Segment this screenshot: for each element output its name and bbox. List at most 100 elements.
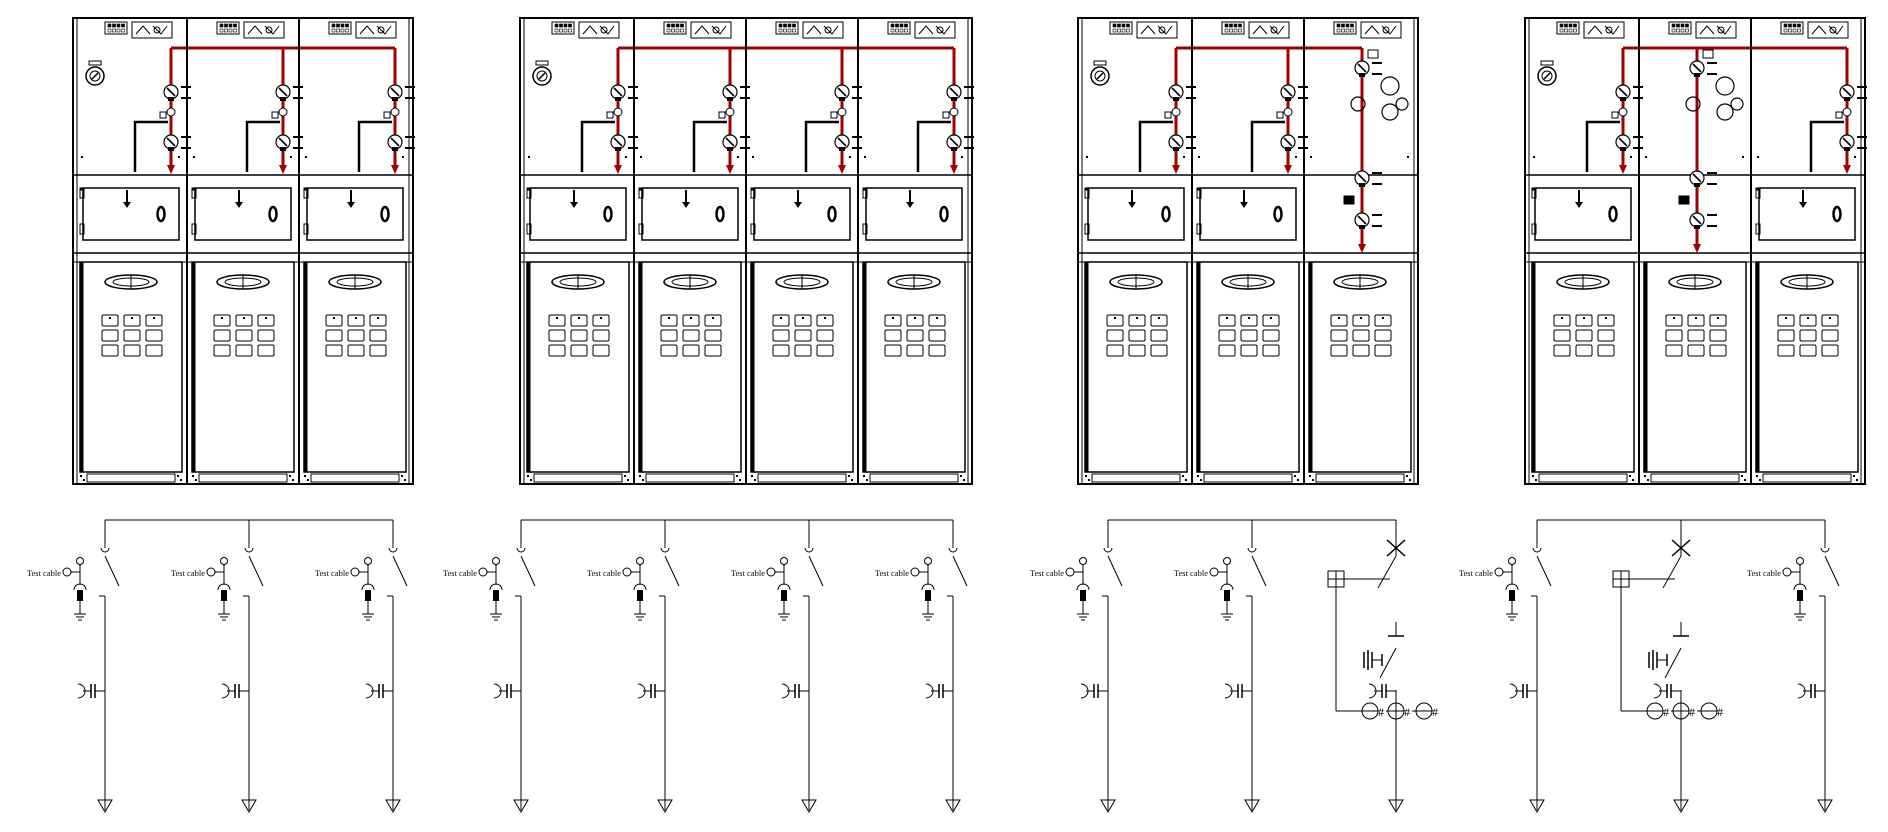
indicator-led: [228, 28, 233, 33]
test-socket: [622, 567, 632, 577]
control-button: [1374, 344, 1392, 357]
busbar-arrow: [1284, 165, 1292, 174]
mimic-frame: [1695, 21, 1737, 39]
indicator-led: [1680, 23, 1685, 28]
screw: [1295, 156, 1297, 158]
lower-cabinet: [638, 261, 742, 483]
switch-base: [1694, 73, 1700, 77]
screw: [83, 479, 85, 481]
control-button: [548, 344, 566, 357]
screw: [1759, 479, 1761, 481]
indicator-led: [219, 23, 224, 28]
gauge-ring: [85, 66, 105, 86]
busbar-arrow: [726, 165, 734, 174]
window-arrow-head: [682, 202, 690, 208]
busbar-arrow: [1358, 244, 1366, 253]
disconnector-icon: [1354, 60, 1382, 77]
indicator-led: [1121, 28, 1126, 33]
control-button: [1821, 329, 1839, 342]
button-dot: [1136, 317, 1138, 319]
control-button: [1240, 314, 1258, 327]
pressure-gauge-icon: [85, 60, 105, 86]
tiny-box: [606, 111, 614, 119]
mimic-window: [1136, 21, 1178, 39]
screw: [640, 156, 642, 158]
window-hinge: [526, 223, 532, 235]
control-button: [1150, 314, 1168, 327]
hinge-dot: [750, 187, 754, 191]
gauge-label: [88, 60, 102, 66]
window-arrow-head: [123, 202, 131, 208]
cable-terminal-icon: [1100, 799, 1116, 813]
test-cable-label: Test cable: [1459, 568, 1493, 578]
control-button: [884, 344, 902, 357]
button-dot: [1695, 317, 1697, 319]
indicator-frame: [887, 21, 911, 35]
mimic-frame: [802, 21, 844, 39]
mimic-frame: [355, 21, 397, 39]
tiny-label: [1707, 225, 1717, 227]
breaker-ring-icon: [1380, 76, 1400, 96]
control-button: [325, 344, 343, 357]
cabinet-door: [1196, 261, 1300, 473]
tiny-label: [1707, 172, 1717, 174]
screw: [1297, 479, 1299, 481]
indicator-led: [1112, 23, 1117, 28]
test-plug: [1797, 590, 1803, 601]
screw: [1632, 479, 1634, 481]
control-button: [1240, 344, 1258, 357]
position-indicator: [1608, 205, 1618, 223]
test-cable-label: Test cable: [587, 568, 621, 578]
cable-cell-mimic: [692, 48, 750, 174]
indicator-led: [116, 28, 121, 33]
window-arrow-head: [235, 202, 243, 208]
switch-base: [1359, 73, 1365, 77]
button-dot: [1807, 317, 1809, 319]
mimic-dot: [1605, 26, 1613, 34]
control-button: [101, 329, 119, 342]
control-button: [704, 329, 722, 342]
tiny-box: [718, 111, 726, 119]
test-arc: [73, 583, 87, 591]
indicator-frame: [1221, 21, 1245, 35]
test-contact: [76, 557, 84, 565]
indicator-led: [1559, 23, 1564, 28]
screw: [289, 475, 291, 477]
gauge-needle: [91, 72, 99, 80]
window-frame: [1199, 187, 1297, 241]
screw: [527, 475, 529, 477]
cable-terminal-icon: [1244, 799, 1260, 813]
button-dot: [802, 317, 804, 319]
indicator-led: [1783, 23, 1788, 28]
screw: [178, 156, 180, 158]
plinth-slot: [310, 473, 400, 483]
breaker-cell-mimic: [1343, 48, 1409, 253]
control-button: [257, 344, 275, 357]
switch-blade: [1692, 173, 1702, 183]
indicator-led: [1792, 28, 1797, 33]
plinth-slot: [1762, 473, 1852, 483]
test-contact: [636, 557, 644, 565]
control-button: [1240, 329, 1258, 342]
indicator-led: [1676, 28, 1680, 33]
control-button: [1106, 329, 1124, 342]
control-button: [1597, 329, 1615, 342]
control-button: [592, 314, 610, 327]
control-button: [1106, 314, 1124, 327]
indicator-led: [1229, 23, 1233, 28]
screw: [752, 156, 754, 158]
test-plug: [1080, 590, 1086, 601]
switch-blade: [390, 137, 400, 147]
indicator-window: [1780, 21, 1804, 35]
lower-cabinet: [1755, 261, 1859, 483]
indicator-led: [1685, 23, 1689, 28]
switch-blade: [1357, 63, 1367, 73]
screw: [195, 479, 197, 481]
control-button: [123, 344, 141, 357]
window-arrow-head: [1575, 202, 1583, 208]
window-hinge: [862, 223, 868, 235]
hinge-dot: [1755, 187, 1759, 191]
indicator-frame: [1780, 21, 1804, 35]
mimic-dot: [1158, 26, 1166, 34]
indicator-led: [1792, 23, 1797, 28]
